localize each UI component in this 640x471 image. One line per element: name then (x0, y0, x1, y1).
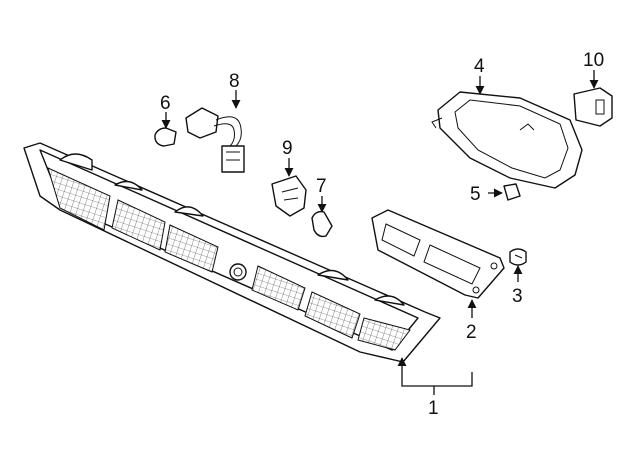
bulb-7 (311, 210, 333, 238)
callout-8: 8 (229, 71, 240, 92)
callout-10: 10 (583, 50, 604, 71)
license-lamp-bezel (371, 209, 505, 299)
callout-2: 2 (466, 322, 477, 343)
lamp-housing-cover (431, 91, 583, 189)
callout-4: 4 (474, 56, 485, 77)
callout-3: 3 (512, 286, 523, 307)
callout-7: 7 (316, 176, 327, 197)
leader-lines (161, 70, 599, 395)
rear-lamp-garnish-panel (23, 142, 441, 363)
callout-6: 6 (160, 93, 171, 114)
socket-9 (271, 175, 307, 217)
callout-1: 1 (428, 398, 439, 419)
small-clip (503, 183, 521, 201)
bulb-6 (154, 127, 177, 147)
callout-5: 5 (470, 184, 481, 205)
socket-and-harness (185, 107, 245, 173)
cap-10 (573, 87, 613, 127)
callout-9: 9 (282, 138, 293, 159)
retainer-clip (509, 248, 527, 266)
